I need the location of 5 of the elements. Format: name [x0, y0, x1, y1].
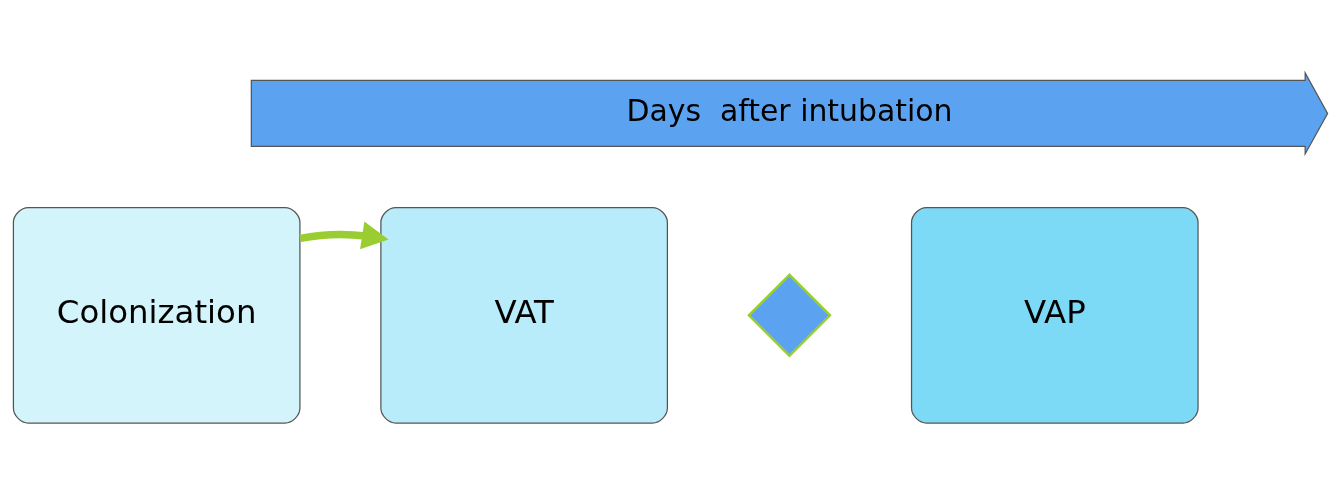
- node-box: Colonization: [12, 206, 301, 424]
- node-box: VAP: [910, 206, 1199, 424]
- node-cross: [747, 273, 832, 358]
- arrow: [299, 221, 389, 250]
- node-box: VAT: [380, 206, 668, 424]
